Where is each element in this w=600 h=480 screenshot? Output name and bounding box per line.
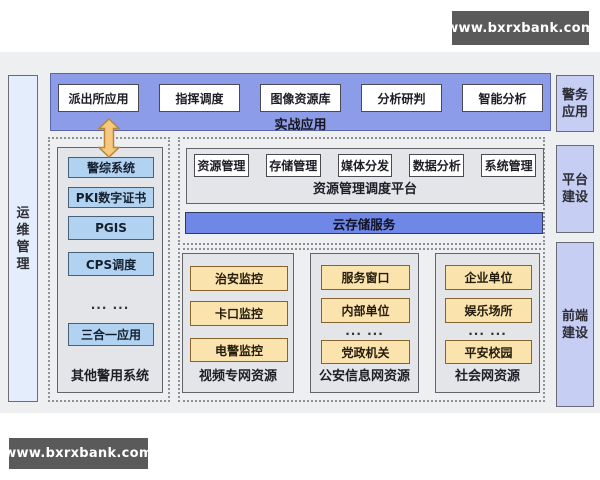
- box-resource-management: 资源管理: [194, 154, 249, 177]
- other-police-systems-title: 其他警用系统: [70, 369, 149, 384]
- police-info-ellipsis: ... ...: [345, 324, 384, 338]
- box-data-analysis: 数据分析: [409, 154, 465, 177]
- box-media-distribution: 媒体分发: [337, 154, 393, 177]
- box-pgis: PGIS: [68, 216, 154, 240]
- box-traffic-enforcement-monitoring: 电警监控: [190, 338, 288, 362]
- banner-box-image-repository: 图像资源库: [260, 84, 341, 112]
- frontend-resources-dotted-group: 治安监控 卡口监控 电警监控 视频专网资源 服务窗口 内部单位 ... ... …: [178, 248, 545, 402]
- box-safe-campus: 平安校园: [445, 340, 532, 364]
- police-info-network-title: 公安信息网资源: [318, 369, 410, 384]
- box-pki-digital-certificate: PKI数字证书: [68, 187, 154, 208]
- banner-box-intelligent-analysis: 智能分析: [462, 84, 543, 112]
- platform-dotted-group: 资源管理 存储管理 媒体分发 数据分析 系统管理 资源管理调度平台: [178, 137, 545, 245]
- video-network-panel: 治安监控 卡口监控 电警监控 视频专网资源: [182, 253, 294, 393]
- box-party-government-organ: 党政机关: [321, 340, 410, 364]
- box-system-management: 系统管理: [481, 154, 536, 177]
- police-info-network-panel: 服务窗口 内部单位 ... ... 党政机关 公安信息网资源: [310, 253, 419, 393]
- watermark-top-right: www.bxrxbank.com: [446, 11, 594, 45]
- sidebar-platform-construction: 平台建设: [556, 145, 594, 233]
- resource-platform-box-row: 资源管理 存储管理 媒体分发 数据分析 系统管理: [194, 154, 536, 177]
- resource-platform-panel: 资源管理 存储管理 媒体分发 数据分析 系统管理 资源管理调度平台: [186, 148, 544, 204]
- box-police-comprehensive-system: 警综系统: [68, 157, 154, 178]
- sidebar-frontend-construction: 前端建设: [556, 242, 594, 407]
- banner-title: 实战应用: [274, 118, 327, 133]
- left-column-ellipsis: ... ...: [90, 298, 130, 312]
- sidebar-police-application: 警务应用: [556, 75, 594, 132]
- box-checkpoint-monitoring: 卡口监控: [190, 301, 288, 326]
- double-arrow-icon: [98, 118, 120, 158]
- social-network-panel: 企业单位 娱乐场所 ... ... 平安校园 社会网资源: [435, 253, 540, 393]
- other-police-systems-panel: 警综系统 PKI数字证书 PGIS CPS调度 ... ... 三合一应用 其他…: [57, 147, 163, 393]
- cloud-storage-service-bar: 云存储服务: [185, 212, 543, 234]
- watermark-bottom-left: www.bxrxbank.com: [4, 438, 152, 469]
- social-network-ellipsis: ... ...: [468, 324, 507, 338]
- box-entertainment-venue: 娱乐场所: [445, 298, 532, 323]
- banner-box-analysis-judgement: 分析研判: [361, 84, 442, 112]
- social-network-title: 社会网资源: [454, 369, 520, 384]
- box-service-window: 服务窗口: [321, 265, 410, 290]
- sidebar-operations-management: 运维管理: [8, 75, 38, 402]
- banner-box-command-dispatch: 指挥调度: [159, 84, 240, 112]
- box-internal-unit: 内部单位: [321, 298, 410, 323]
- box-public-security-monitoring: 治安监控: [190, 266, 288, 291]
- resource-platform-title: 资源管理调度平台: [312, 182, 417, 197]
- box-enterprise-unit: 企业单位: [445, 265, 532, 290]
- box-cps-dispatch: CPS调度: [68, 252, 154, 276]
- box-storage-management: 存储管理: [265, 154, 321, 177]
- banner-box-police-station-app: 派出所应用: [58, 84, 139, 112]
- banner-box-row: 派出所应用 指挥调度 图像资源库 分析研判 智能分析: [58, 84, 543, 112]
- combat-application-banner: 派出所应用 指挥调度 图像资源库 分析研判 智能分析 实战应用: [50, 73, 551, 133]
- video-network-title: 视频专网资源: [198, 369, 277, 384]
- box-three-in-one-app: 三合一应用: [68, 323, 154, 346]
